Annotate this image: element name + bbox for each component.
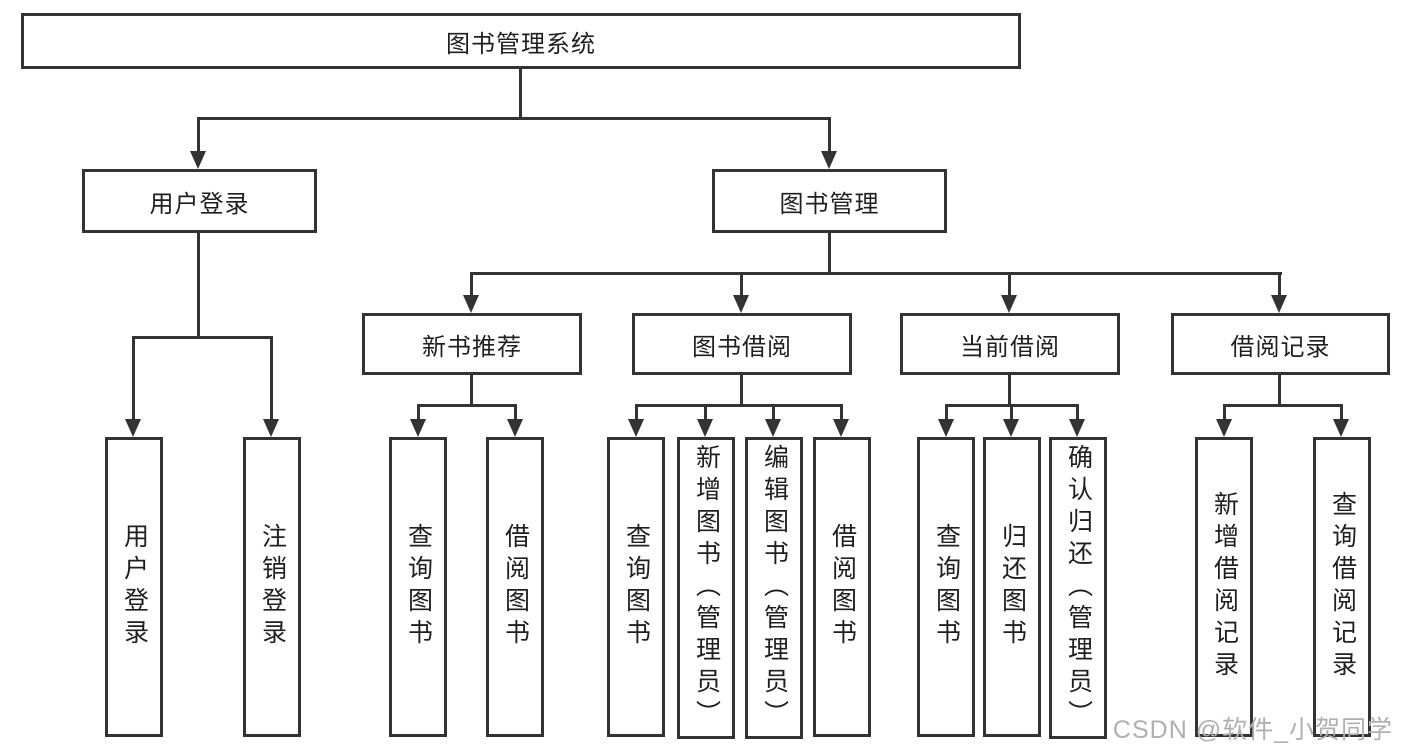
- arrowhead-module4: [1271, 295, 1287, 313]
- connector-mod3-leaf3-stem: [1076, 404, 1079, 419]
- connector-mod1-leaf2-stem: [514, 404, 517, 419]
- node-user-login: 用户登录: [82, 169, 317, 233]
- arrowhead-mod2-leaf3: [765, 419, 781, 437]
- connector-mod2-leaf4-stem: [840, 404, 843, 419]
- arrowhead-login-leaf1: [125, 419, 141, 437]
- leaf-logout: 注销登录: [243, 437, 301, 737]
- node-label: 查询图书: [404, 523, 433, 651]
- arrowhead-mod3-leaf1: [938, 419, 954, 437]
- node-label: 图书管理系统: [446, 30, 596, 58]
- connector-mod2-rail: [635, 404, 843, 407]
- node-label: 新增图书（管理员）: [692, 444, 721, 732]
- arrowhead-mod2-leaf2: [697, 419, 713, 437]
- node-library-management-system: 图书管理系统: [21, 13, 1021, 69]
- leaf-query-books-current: 查询图书: [917, 437, 975, 737]
- connector-mod1-down: [470, 375, 473, 405]
- connector-modules-rail: [470, 272, 1282, 275]
- connector-book-mgmt-stem: [828, 117, 831, 152]
- arrowhead-book-mgmt: [821, 151, 837, 169]
- node-book-management: 图书管理: [712, 169, 947, 233]
- arrowhead-module2: [733, 295, 749, 313]
- node-new-book-recommend: 新书推荐: [362, 313, 582, 375]
- leaf-edit-books-admin: 编辑图书（管理员）: [745, 437, 803, 739]
- node-label: 图书借阅: [692, 333, 792, 361]
- node-label: 查询图书: [932, 523, 961, 651]
- arrowhead-mod4-leaf1: [1216, 419, 1232, 437]
- leaf-return-books: 归还图书: [983, 437, 1041, 737]
- arrowhead-mod2-leaf1: [628, 419, 644, 437]
- leaf-add-books-admin: 新增图书（管理员）: [677, 437, 735, 739]
- arrowhead-login-leaf2: [263, 419, 279, 437]
- connector-user-login-rail: [132, 336, 273, 339]
- connector-level1-rail: [197, 117, 831, 120]
- connector-module2-stem: [740, 272, 743, 297]
- connector-login-leaf1-stem: [132, 336, 135, 419]
- connector-mod2-leaf3-stem: [772, 404, 775, 419]
- connector-mod2-leaf1-stem: [635, 404, 638, 419]
- arrowhead-mod4-leaf2: [1333, 419, 1349, 437]
- node-label: 编辑图书（管理员）: [760, 444, 789, 732]
- connector-module3-stem: [1008, 272, 1011, 297]
- node-label: 借阅记录: [1230, 333, 1331, 361]
- connector-mod4-down: [1278, 375, 1281, 405]
- connector-mod2-leaf2-stem: [704, 404, 707, 419]
- connector-login-leaf2-stem: [270, 336, 273, 419]
- connector-user-login-stem: [197, 117, 200, 152]
- arrowhead-mod1-leaf1: [410, 419, 426, 437]
- connector-mod4-rail: [1223, 404, 1343, 407]
- connector-user-login-down: [197, 233, 200, 337]
- leaf-borrow-books-recommend: 借阅图书: [486, 437, 544, 737]
- connector-mod4-leaf1-stem: [1223, 404, 1226, 419]
- node-borrow-records: 借阅记录: [1171, 313, 1390, 375]
- node-label: 用户登录: [120, 523, 149, 651]
- leaf-user-login: 用户登录: [105, 437, 163, 737]
- node-book-borrowing: 图书借阅: [632, 313, 852, 375]
- connector-root-stem: [519, 69, 522, 118]
- node-label: 新增借阅记录: [1210, 491, 1239, 683]
- leaf-query-books-recommend: 查询图书: [389, 437, 447, 737]
- leaf-borrow-books: 借阅图书: [813, 437, 871, 737]
- connector-mod1-leaf1-stem: [417, 404, 420, 419]
- connector-mod3-leaf2-stem: [1010, 404, 1013, 419]
- node-label: 图书管理: [779, 190, 880, 218]
- leaf-confirm-return-admin: 确认归还（管理员）: [1049, 437, 1107, 739]
- leaf-query-books-borrowing: 查询图书: [607, 437, 665, 737]
- node-label: 归还图书: [998, 523, 1027, 651]
- arrowhead-mod3-leaf3: [1069, 419, 1085, 437]
- node-label: 借阅图书: [828, 523, 857, 651]
- node-current-borrowing: 当前借阅: [900, 313, 1120, 375]
- node-label: 用户登录: [149, 190, 250, 218]
- node-label: 当前借阅: [960, 333, 1060, 361]
- arrowhead-mod3-leaf2: [1003, 419, 1019, 437]
- node-label: 注销登录: [258, 523, 287, 651]
- arrowhead-module3: [1001, 295, 1017, 313]
- node-label: 借阅图书: [501, 523, 530, 651]
- connector-mod1-rail: [417, 404, 516, 407]
- connector-module1-stem: [470, 272, 473, 297]
- leaf-add-borrow-record: 新增借阅记录: [1195, 437, 1253, 737]
- node-label: 新书推荐: [422, 333, 522, 361]
- connector-mod4-leaf2-stem: [1340, 404, 1343, 419]
- arrowhead-user-login: [190, 151, 206, 169]
- node-label: 查询图书: [622, 523, 651, 651]
- connector-mod3-leaf1-stem: [945, 404, 948, 419]
- arrowhead-mod2-leaf4: [833, 419, 849, 437]
- node-label: 查询借阅记录: [1328, 491, 1357, 683]
- connector-module4-stem: [1278, 272, 1281, 297]
- csdn-watermark: CSDN @软件_小贺同学: [1112, 716, 1393, 744]
- connector-mod2-down: [740, 375, 743, 405]
- connector-book-mgmt-down: [828, 233, 831, 274]
- connector-mod3-down: [1008, 375, 1011, 405]
- node-label: 确认归还（管理员）: [1064, 444, 1093, 732]
- arrowhead-module1: [463, 295, 479, 313]
- leaf-query-borrow-record: 查询借阅记录: [1313, 437, 1371, 737]
- arrowhead-mod1-leaf2: [507, 419, 523, 437]
